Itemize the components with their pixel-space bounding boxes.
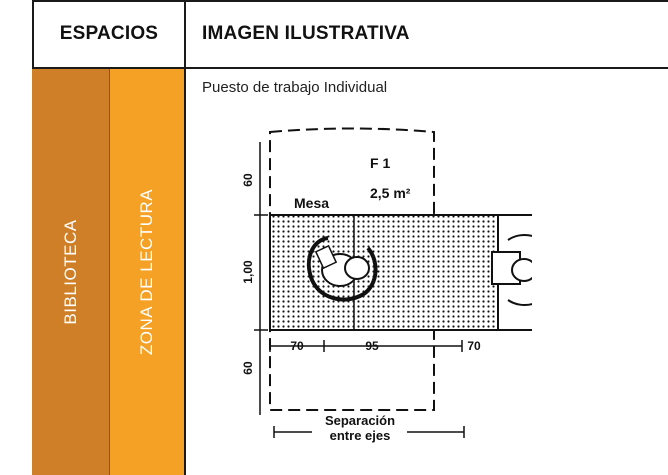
adjacent-person-icon [491, 234, 532, 306]
area-value-label: 2,5 m² [370, 185, 411, 201]
separation-line1: Separación [325, 413, 395, 428]
dim-bottom-label: 60 [241, 361, 255, 375]
dim-top-label: 60 [241, 173, 255, 187]
dim-right-label: 70 [467, 339, 481, 353]
seated-person-icon [306, 236, 378, 302]
spaces-table: ESPACIOS IMAGEN ILUSTRATIVA BIBLIOTECA Z… [32, 0, 668, 475]
area-code-label: F 1 [370, 155, 390, 171]
desk-area [269, 214, 499, 331]
clearance-zone-outline [269, 127, 435, 411]
header-imagen-text: IMAGEN ILUSTRATIVA [202, 23, 410, 44]
column-divider [184, 0, 186, 475]
table-label: Mesa [294, 195, 329, 211]
dim-center-label: 95 [365, 339, 379, 353]
dim-left-label: 70 [290, 339, 304, 353]
zona-lectura-label: ZONA DE LECTURA [137, 188, 156, 356]
header-imagen: IMAGEN ILUSTRATIVA [202, 0, 662, 68]
dim-middle-label: 1,00 [241, 260, 255, 284]
zona-lectura-cell: ZONA DE LECTURA [110, 69, 184, 475]
header-espacios: ESPACIOS [34, 0, 184, 68]
biblioteca-label: BIBLIOTECA [60, 219, 80, 325]
header-espacios-text: ESPACIOS [59, 23, 159, 44]
workstation-drawing: 60 1,00 60 70 95 70 F 1 2,5 m² Mesa Sepa… [241, 127, 532, 443]
biblioteca-cell: BIBLIOTECA [32, 69, 109, 475]
header-bottom-border [32, 67, 668, 69]
separation-line2: entre ejes [330, 428, 391, 443]
table-top-border [32, 0, 668, 2]
category-divider [109, 69, 110, 475]
image-title: Puesto de trabajo Individual [202, 79, 388, 96]
